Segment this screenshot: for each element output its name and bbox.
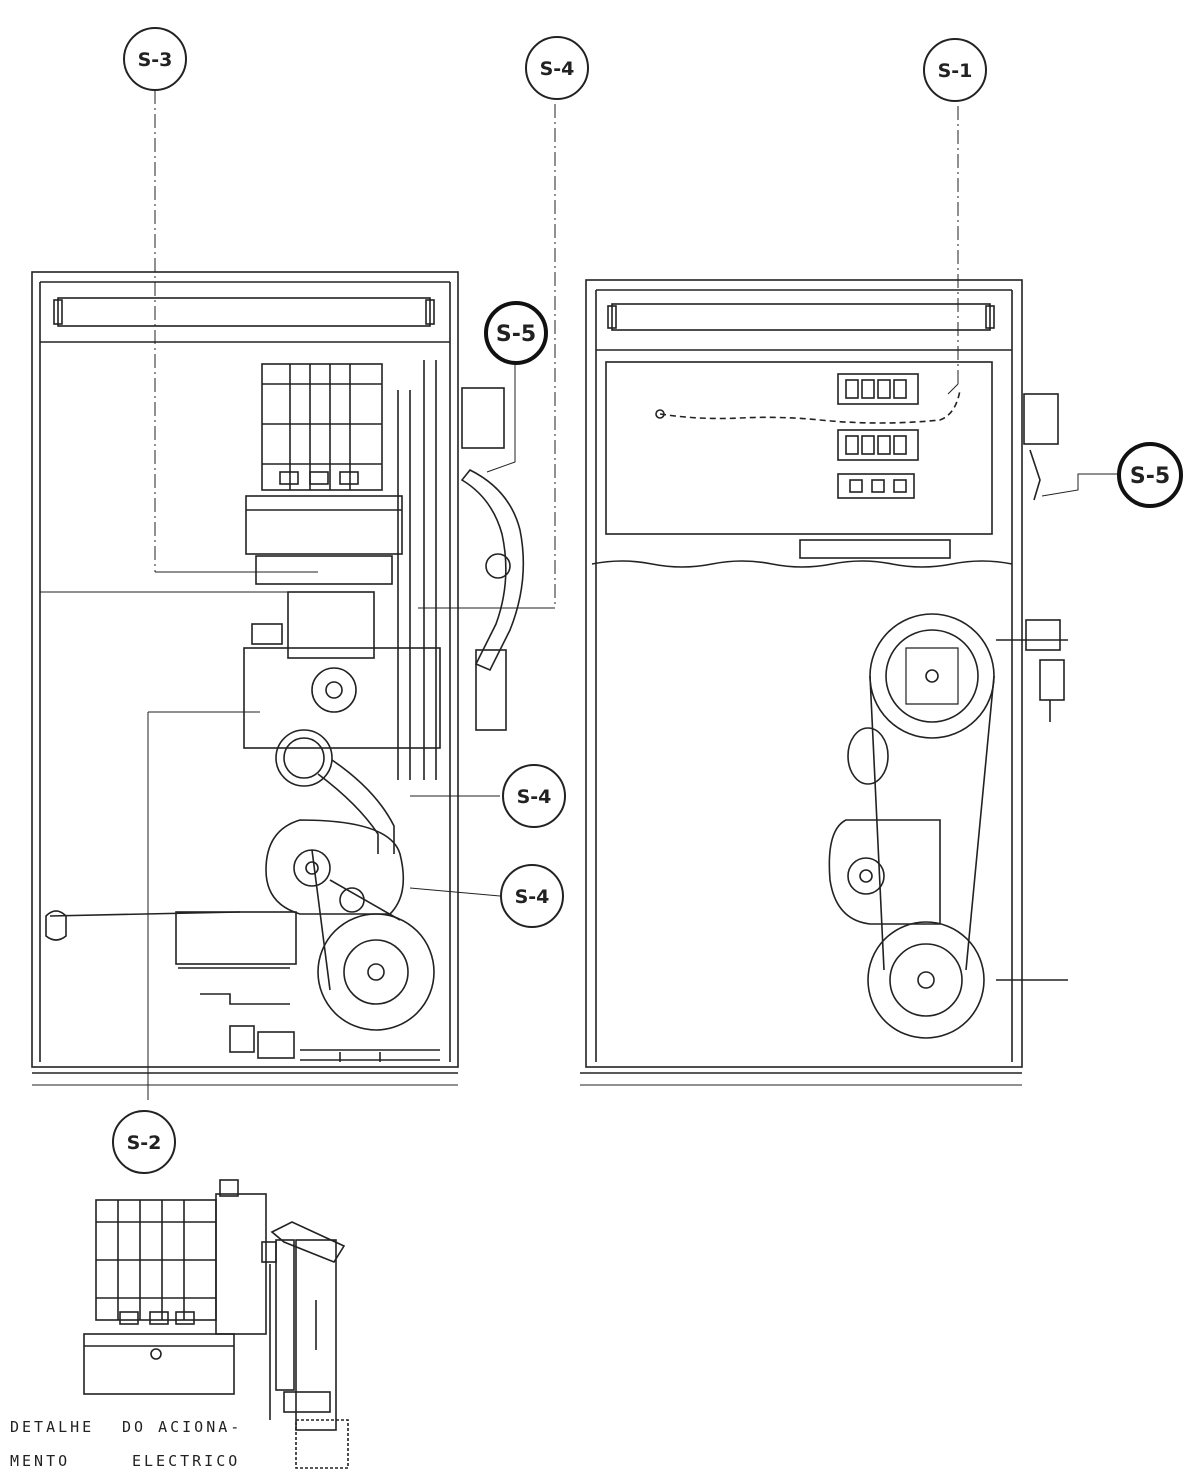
svg-text:S-4: S-4 bbox=[515, 886, 550, 908]
svg-text:S-3: S-3 bbox=[138, 49, 173, 71]
caption-line1-b: DO ACIONA- bbox=[122, 1418, 243, 1436]
display-chain bbox=[659, 389, 961, 424]
caption-line2-b: ELECTRICO bbox=[132, 1452, 241, 1470]
svg-text:S-2: S-2 bbox=[127, 1132, 162, 1154]
pulley-lower bbox=[867, 921, 985, 1039]
motor-housing bbox=[265, 819, 405, 915]
nozzle bbox=[460, 468, 525, 672]
callout-s4-top: S-4 bbox=[525, 36, 589, 100]
callout-s5-right: S-5 bbox=[1117, 442, 1183, 508]
pulley-upper bbox=[869, 613, 995, 739]
svg-text:S-4: S-4 bbox=[517, 786, 552, 808]
callout-s3: S-3 bbox=[123, 27, 187, 91]
pulley-large bbox=[317, 913, 435, 1031]
lamp-tube-right bbox=[611, 303, 991, 331]
right-cabinet bbox=[580, 279, 1068, 1086]
callout-s2: S-2 bbox=[112, 1110, 176, 1174]
nozzle-holder-right bbox=[1023, 393, 1059, 445]
motor-right bbox=[828, 819, 941, 925]
leader-lines bbox=[40, 90, 1118, 1100]
display-panel bbox=[605, 361, 993, 535]
pressure-gauge bbox=[275, 729, 333, 787]
callout-s4-low: S-4 bbox=[500, 864, 564, 928]
svg-text:S-4: S-4 bbox=[540, 58, 575, 80]
caption-line1-a: DETALHE bbox=[10, 1418, 95, 1436]
lamp-tube bbox=[57, 297, 431, 327]
detail-electric-drive bbox=[83, 1179, 349, 1469]
meter-stack bbox=[261, 363, 383, 491]
svg-text:S-1: S-1 bbox=[938, 60, 973, 82]
nozzle-holder bbox=[461, 387, 505, 449]
callout-s4-mid: S-4 bbox=[502, 764, 566, 828]
pump-body bbox=[287, 591, 375, 659]
meter-drum bbox=[245, 495, 403, 555]
svg-text:S-5: S-5 bbox=[496, 322, 536, 347]
svg-text:S-5: S-5 bbox=[1130, 464, 1170, 489]
caption-line2-a: MENTO bbox=[10, 1452, 71, 1470]
left-cabinet bbox=[31, 271, 525, 1086]
callout-s1: S-1 bbox=[923, 38, 987, 102]
callout-s5-left: S-5 bbox=[484, 301, 548, 365]
